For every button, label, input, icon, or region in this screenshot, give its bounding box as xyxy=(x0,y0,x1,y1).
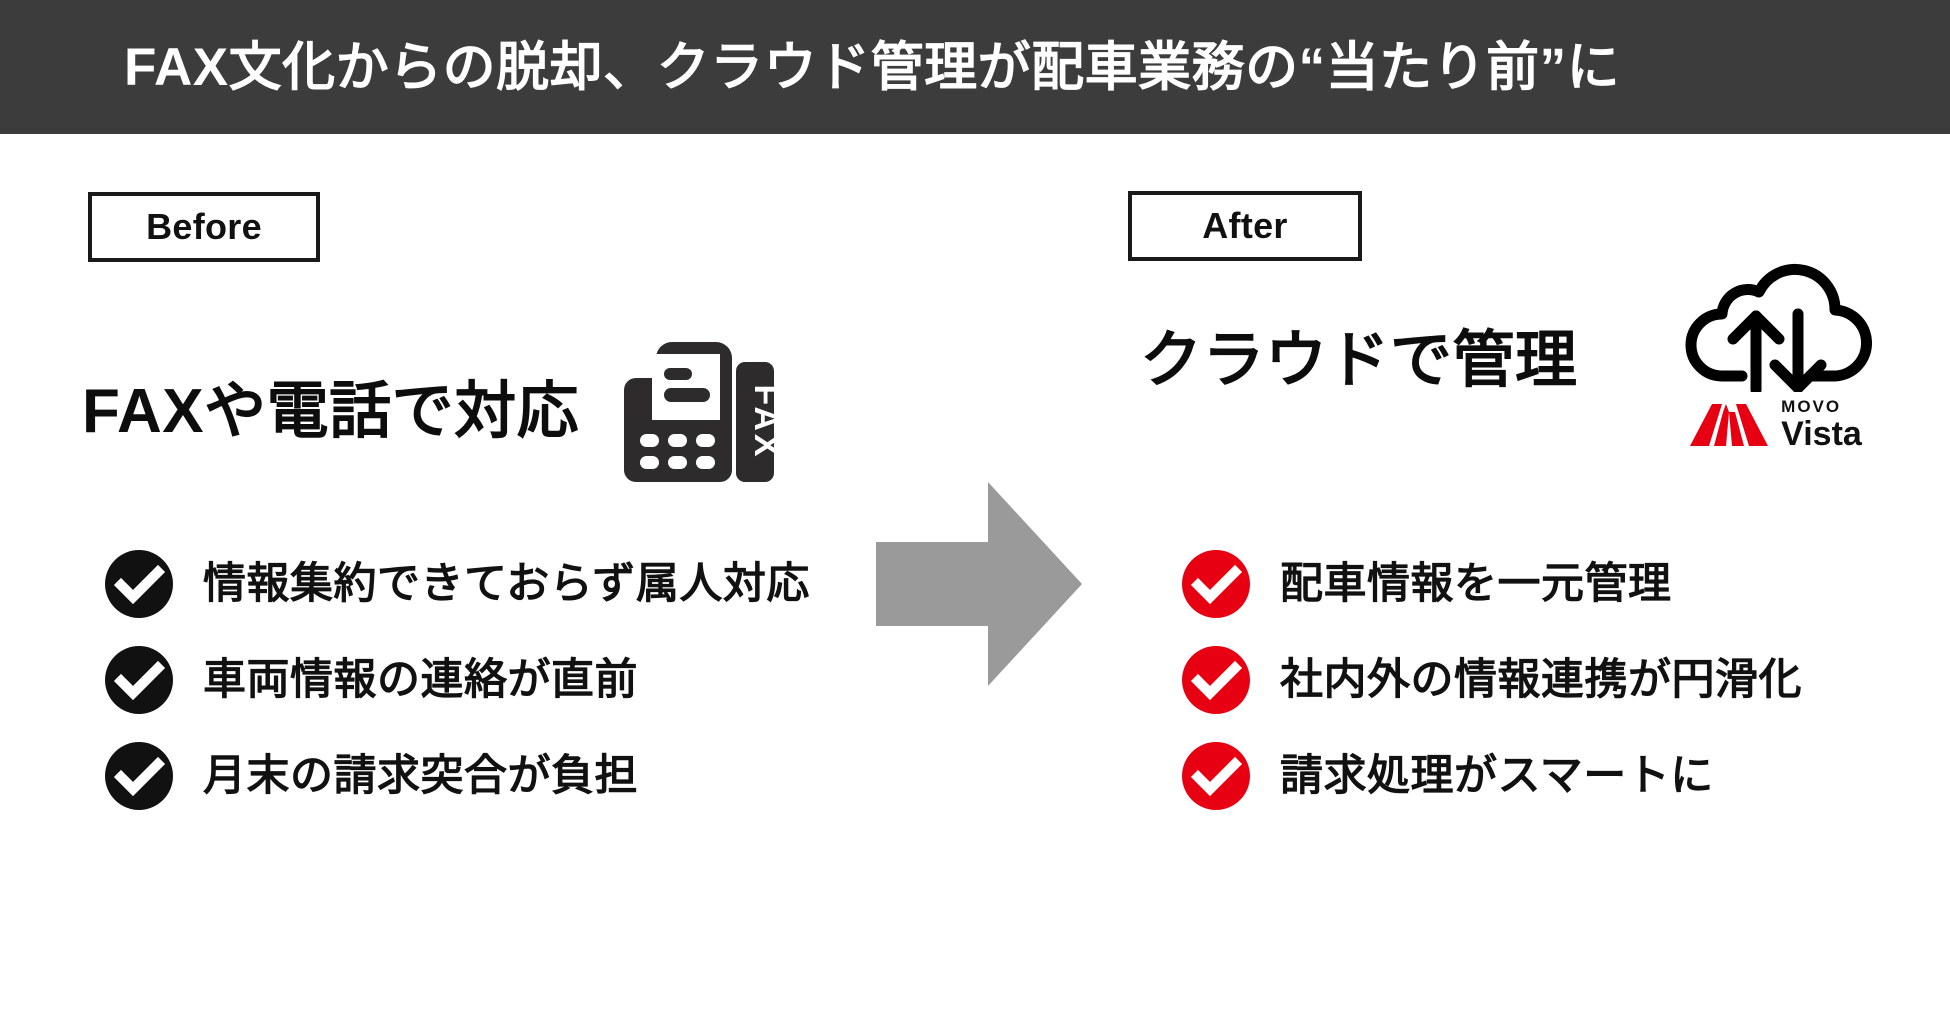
phase-chip-after-label: After xyxy=(1202,205,1288,246)
before-bullet-list: 情報集約できておらず属人対応 車両情報の連絡が直前 月末の請求突合が負担 xyxy=(105,548,810,812)
movo-road-mark xyxy=(1690,403,1769,446)
phase-chip-before: Before xyxy=(88,192,320,262)
after-heading-text: クラウドで管理 xyxy=(1140,326,1578,395)
after-heading-group: クラウドで管理 xyxy=(1140,330,1578,392)
right-arrow-icon xyxy=(876,482,1082,686)
list-item: 配車情報を一元管理 xyxy=(1182,548,1802,620)
check-circle-icon xyxy=(105,742,173,810)
list-item-label: 配車情報を一元管理 xyxy=(1280,559,1672,608)
movo-vista-logo: MOVO Vista xyxy=(1690,398,1862,451)
check-circle-icon xyxy=(105,550,173,618)
list-item: 請求処理がスマートに xyxy=(1182,740,1802,812)
after-bullet-list: 配車情報を一元管理 社内外の情報連携が円滑化 請求処理がスマートに xyxy=(1182,548,1802,812)
header-bar: FAX文化からの脱却、クラウド管理が配車業務の“当たり前”に xyxy=(0,0,1950,134)
list-item-label: 情報集約できておらず属人対応 xyxy=(203,559,810,608)
list-item: 月末の請求突合が負担 xyxy=(105,740,810,812)
brand-wordmark: MOVO Vista xyxy=(1781,398,1862,451)
phase-chip-before-label: Before xyxy=(146,206,262,247)
list-item-label: 車両情報の連絡が直前 xyxy=(203,655,638,704)
check-circle-icon xyxy=(105,646,173,714)
list-item: 情報集約できておらず属人対応 xyxy=(105,548,810,620)
list-item: 車両情報の連絡が直前 xyxy=(105,644,810,716)
svg-text:FAX: FAX xyxy=(747,384,777,459)
list-item-label: 月末の請求突合が負担 xyxy=(203,751,638,800)
phase-chip-after: After xyxy=(1128,191,1362,261)
before-heading-group: FAXや電話で対応 FAX xyxy=(82,330,777,494)
check-circle-icon xyxy=(1182,550,1250,618)
check-circle-icon xyxy=(1182,742,1250,810)
list-item-label: 社内外の情報連携が円滑化 xyxy=(1280,655,1802,704)
fax-machine-icon: FAX xyxy=(624,342,777,482)
cloud-logo-stack: MOVO Vista xyxy=(1660,252,1892,451)
list-item-label: 請求処理がスマートに xyxy=(1280,751,1714,800)
before-heading-text: FAXや電話で対応 xyxy=(82,377,580,446)
check-circle-icon xyxy=(1182,646,1250,714)
brand-movo-text: MOVO xyxy=(1781,397,1842,416)
brand-vista-text: Vista xyxy=(1781,415,1862,453)
list-item: 社内外の情報連携が円滑化 xyxy=(1182,644,1802,716)
page-title: FAX文化からの脱却、クラウド管理が配車業務の“当たり前”に xyxy=(124,37,1621,97)
cloud-sync-icon xyxy=(1685,263,1872,392)
